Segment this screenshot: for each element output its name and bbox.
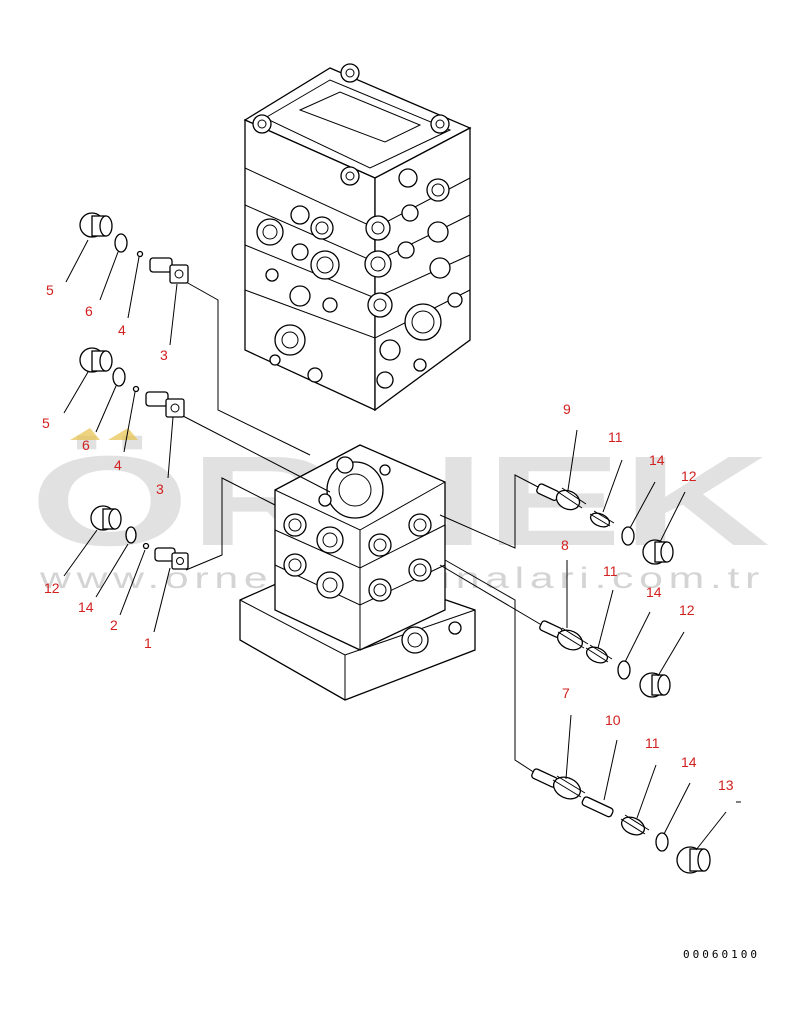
o-ring-14-left [125, 526, 137, 544]
o-ring-6-upper [114, 233, 128, 253]
valve-3-lower [145, 391, 185, 418]
right-face-ports [364, 168, 463, 389]
piston-10 [581, 796, 614, 818]
spring-11-middle [585, 644, 613, 664]
callout-6: 6 [82, 437, 90, 453]
ring-2 [142, 542, 150, 550]
watermark-accent-right [108, 428, 138, 440]
callout-1: 1 [144, 635, 152, 651]
plug-12-top [642, 539, 674, 565]
callout-11: 11 [645, 735, 660, 751]
callout-2: 2 [110, 617, 118, 633]
spool-7 [531, 768, 586, 800]
valve-section-block [239, 444, 476, 701]
callout-14: 14 [78, 599, 94, 615]
callouts: 5 6 4 3 5 6 4 3 12 14 2 1 9 11 14 12 8 1… [42, 282, 734, 793]
left-parts [79, 212, 189, 570]
ring-4-upper [136, 250, 144, 258]
callout-6: 6 [85, 303, 93, 319]
plug-5-upper [79, 212, 113, 238]
plug-12-middle [639, 672, 671, 698]
callout-11: 11 [608, 429, 623, 445]
top-bolts [252, 63, 450, 186]
left-face-ports [256, 205, 340, 383]
callout-4: 4 [114, 457, 122, 473]
callout-5: 5 [42, 415, 50, 431]
callout-14: 14 [646, 584, 662, 600]
o-ring-14-bottom [655, 832, 669, 852]
valve-1 [154, 547, 189, 570]
callout-12: 12 [44, 580, 60, 596]
assembly-guide-lines [182, 281, 546, 774]
callout-3: 3 [160, 347, 168, 363]
callout-11: 11 [603, 563, 618, 579]
callout-13: 13 [718, 777, 734, 793]
leader-lines [63, 239, 741, 851]
callout-3: 3 [156, 481, 164, 497]
o-ring-14-top [621, 526, 635, 546]
callout-12: 12 [681, 468, 697, 484]
drawing-code: 00060100 [683, 948, 760, 961]
callout-14: 14 [681, 754, 697, 770]
control-valve-assembly [243, 63, 472, 412]
callout-8: 8 [561, 537, 569, 553]
callout-12: 12 [679, 602, 695, 618]
spool-8 [539, 620, 589, 651]
o-ring-6-lower [112, 367, 126, 387]
valve-3-upper [149, 257, 189, 284]
spring-11-bottom [620, 814, 650, 836]
plug-5-lower [79, 347, 113, 373]
plug-13 [676, 846, 711, 874]
o-ring-14-middle [617, 660, 631, 680]
right-parts [531, 483, 711, 874]
callout-4: 4 [118, 322, 126, 338]
spool-9 [536, 483, 587, 511]
callout-7: 7 [562, 685, 570, 701]
spring-11-top [589, 510, 615, 528]
watermark-accent-left [70, 428, 100, 440]
callout-5: 5 [46, 282, 54, 298]
callout-10: 10 [605, 712, 621, 728]
plug-12-left [90, 505, 122, 531]
ring-4-lower [132, 385, 140, 393]
callout-14: 14 [649, 452, 665, 468]
callout-9: 9 [563, 401, 571, 417]
valve-right-face [374, 126, 471, 412]
